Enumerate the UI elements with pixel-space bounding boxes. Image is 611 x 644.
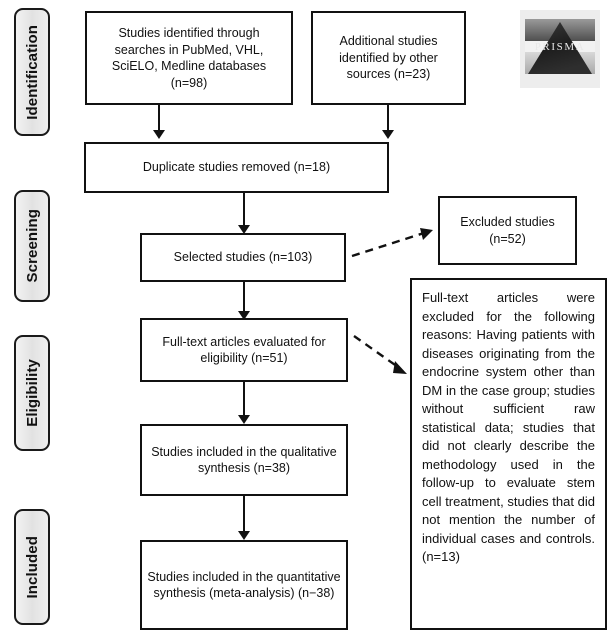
box-selected-studies: Selected studies (n=103) [140,233,346,282]
connector-fulltext-down [243,382,245,416]
connector-identified-down [158,105,160,131]
box-additional-studies-text: Additional studies identified by other s… [339,34,438,82]
box-fulltext-evaluated: Full-text articles evaluated for eligibi… [140,318,348,382]
connector-qualitative-down [243,496,245,532]
box-exclusion-reasons-text: Full-text articles were excluded for the… [422,290,595,564]
stage-pill-identification: Identification [14,8,50,136]
arrowhead-identified [153,130,165,139]
box-fulltext-evaluated-text: Full-text articles evaluated for eligibi… [162,334,326,366]
prisma-logo-text: PRISMA [535,41,586,53]
arrowhead-duplicates [238,225,250,234]
box-additional-studies: Additional studies identified by other s… [311,11,466,105]
connector-additional-down [387,105,389,131]
arrowhead-fulltext [238,415,250,424]
stage-pill-eligibility: Eligibility [14,335,50,451]
prisma-logo: PRISMA [520,10,600,88]
box-studies-identified: Studies identified through searches in P… [85,11,293,105]
box-qualitative-synthesis: Studies included in the qualitative synt… [140,424,348,496]
arrowhead-qualitative [238,531,250,540]
arrowhead-additional [382,130,394,139]
box-quantitative-synthesis-text: Studies included in the quantitative syn… [147,569,341,601]
stage-pill-included: Included [14,509,50,625]
arrowhead-selected [238,311,250,320]
box-studies-identified-text: Studies identified through searches in P… [111,26,267,90]
box-excluded-studies-text: Excluded studies (n=52) [460,215,555,246]
connector-duplicates-down [243,193,245,226]
prisma-logo-graphic: PRISMA [520,10,600,88]
box-exclusion-reasons: Full-text articles were excluded for the… [410,278,607,630]
box-quantitative-synthesis: Studies included in the quantitative syn… [140,540,348,630]
box-excluded-studies: Excluded studies (n=52) [438,196,577,265]
box-qualitative-synthesis-text: Studies included in the qualitative synt… [151,444,337,476]
box-duplicate-studies-removed: Duplicate studies removed (n=18) [84,142,389,193]
box-selected-studies-text: Selected studies (n=103) [173,250,313,265]
box-duplicate-studies-removed-text: Duplicate studies removed (n=18) [142,160,331,175]
connector-selected-down [243,282,245,312]
stage-pill-screening: Screening [14,190,50,302]
